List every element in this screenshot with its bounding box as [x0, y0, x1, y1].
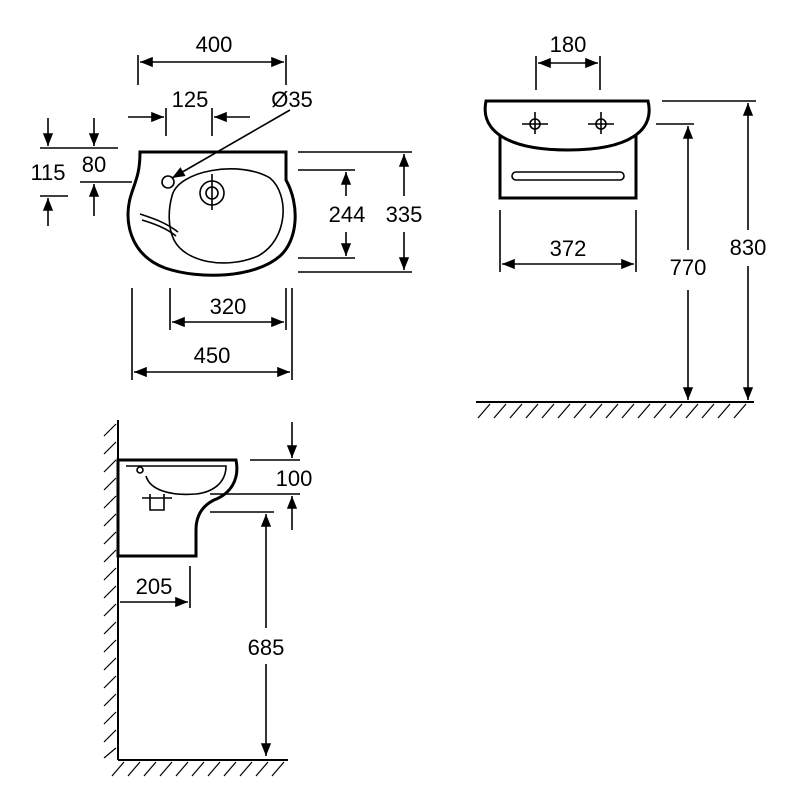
overflow-slot	[139, 213, 179, 233]
dim-tap-offset: 125	[172, 87, 209, 112]
dim-projection: 205	[136, 574, 173, 599]
basin-plan-outline	[126, 150, 297, 277]
side-view: 100 205 685	[103, 420, 313, 777]
floor-hatch	[477, 403, 747, 419]
dim-total-height: 830	[730, 235, 767, 260]
dim-total-depth: 335	[386, 202, 423, 227]
basin-bowl-outline	[168, 168, 284, 264]
tap-mark-left-icon	[522, 112, 548, 134]
drain-side-icon	[149, 494, 165, 511]
dim-pedestal-height: 770	[670, 255, 707, 280]
dim-total-width: 450	[194, 343, 231, 368]
dim-bottom-height: 685	[248, 635, 285, 660]
pedestal-slot	[511, 171, 625, 181]
top-view: 400 125 Ø35 115 80 244 335	[30, 32, 422, 380]
dim-bowl-depth: 244	[329, 202, 366, 227]
dim-front-offset-b: 80	[82, 152, 106, 177]
tap-hole-icon	[161, 175, 175, 189]
dim-tap-spacing: 180	[550, 32, 587, 57]
dim-overall-width: 400	[196, 32, 233, 57]
side-floor-hatch	[111, 761, 285, 777]
dim-bowl-width: 320	[210, 294, 247, 319]
front-view: 180 372 770 830	[476, 32, 767, 419]
tap-mark-right-icon	[588, 112, 614, 134]
basin-front-outline	[483, 99, 651, 152]
wall-hatch	[103, 423, 117, 759]
dim-pedestal-width: 372	[550, 236, 587, 261]
dim-rim-height: 100	[276, 466, 313, 491]
dim-hole-diameter: Ø35	[271, 87, 313, 112]
dim-front-offset-a: 115	[30, 160, 65, 185]
basin-side-outline	[116, 458, 239, 558]
